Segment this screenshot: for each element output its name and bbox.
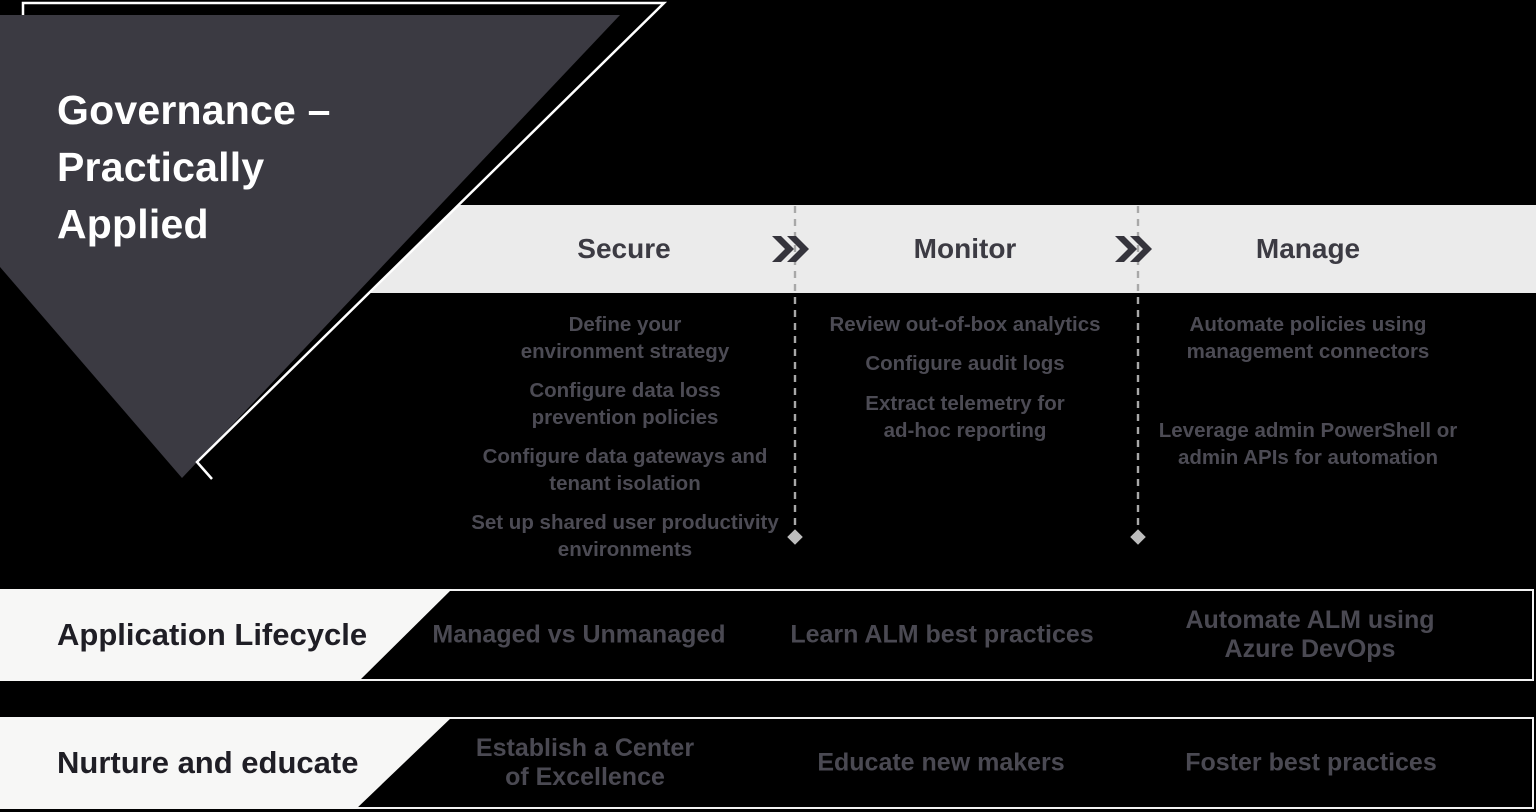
item-line: admin APIs for automation: [1177, 446, 1439, 469]
page-title-line: Applied: [57, 201, 209, 247]
page-title-line: Governance –: [57, 87, 331, 133]
item-line: ad-hoc reporting: [883, 419, 1047, 442]
item-line: Review out-of-box analytics: [829, 313, 1101, 336]
item-line: environments: [557, 538, 693, 561]
item-line: Automate policies using: [1189, 313, 1427, 336]
monitor-item: Review out-of-box analytics: [829, 311, 1100, 338]
divider-diamond: [1130, 529, 1146, 545]
cell-line: of Excellence: [505, 763, 665, 791]
secure-item: Set up shared user productivity environm…: [471, 509, 779, 563]
item-line: Leverage admin PowerShell or: [1158, 419, 1458, 442]
manage-item: Leverage admin PowerShell or admin APIs …: [1159, 417, 1458, 471]
cell-line: Managed vs Unmanaged: [432, 620, 726, 649]
row-application-lifecycle: Application Lifecycle Managed vs Unmanag…: [0, 589, 1534, 681]
item-line: Define your: [568, 313, 682, 336]
item-line: Configure data gateways and: [482, 445, 768, 468]
item-line: Extract telemetry for: [865, 392, 1065, 415]
row-cell: Learn ALM best practices: [790, 621, 1093, 650]
row-cell: Automate ALM using Azure DevOps: [1185, 606, 1434, 664]
monitor-item: Extract telemetry for ad-hoc reporting: [865, 390, 1064, 444]
cell-line: Educate new makers: [817, 748, 1065, 777]
stage-band: [369, 205, 1536, 293]
item-line: prevention policies: [531, 406, 719, 429]
row-label-shape: Application Lifecycle: [0, 589, 452, 681]
manage-item: Automate policies using management conne…: [1187, 311, 1430, 365]
double-chevron-right-icon: [1115, 236, 1152, 262]
row-cell: Establish a Center of Excellence: [476, 734, 694, 792]
item-line: Configure audit logs: [865, 352, 1065, 375]
item-line: management connectors: [1186, 340, 1430, 363]
row-cell: Managed vs Unmanaged: [432, 621, 725, 650]
title-banner-outline: [21, 1, 668, 480]
cell-line: Foster best practices: [1185, 748, 1437, 777]
secure-item: Define your environment strategy: [521, 311, 729, 365]
row-cell: Foster best practices: [1185, 749, 1437, 778]
stage-label-manage: Manage: [1255, 233, 1361, 264]
row-label-shape: Nurture and educate: [0, 717, 452, 809]
item-line: tenant isolation: [549, 472, 701, 495]
stage-label-secure: Secure: [577, 233, 671, 264]
page-title-line: Practically: [57, 144, 265, 190]
cell-line: Azure DevOps: [1224, 635, 1396, 663]
secure-item: Configure data loss prevention policies: [529, 377, 720, 431]
row-label-nurture-and-educate: Nurture and educate: [57, 745, 359, 780]
item-line: environment strategy: [520, 340, 730, 363]
divider-diamond: [787, 529, 803, 545]
cell-line: Establish a Center: [475, 734, 695, 762]
row-cell: Educate new makers: [817, 749, 1064, 778]
cell-line: Learn ALM best practices: [790, 620, 1094, 649]
item-line: Configure data loss: [529, 379, 721, 402]
secure-item: Configure data gateways and tenant isola…: [483, 443, 768, 497]
stage-label-monitor: Monitor: [913, 233, 1017, 264]
double-chevron-right-icon: [772, 236, 809, 262]
item-line: Set up shared user productivity: [471, 511, 779, 534]
cell-line: Automate ALM using: [1185, 606, 1435, 634]
title-banner-shape: [0, 15, 620, 478]
row-nurture-and-educate: Nurture and educate Establish a Center o…: [0, 717, 1534, 809]
row-label-application-lifecycle: Application Lifecycle: [57, 617, 368, 652]
page-title: Governance – Practically Applied: [57, 82, 331, 253]
monitor-item: Configure audit logs: [865, 350, 1064, 377]
